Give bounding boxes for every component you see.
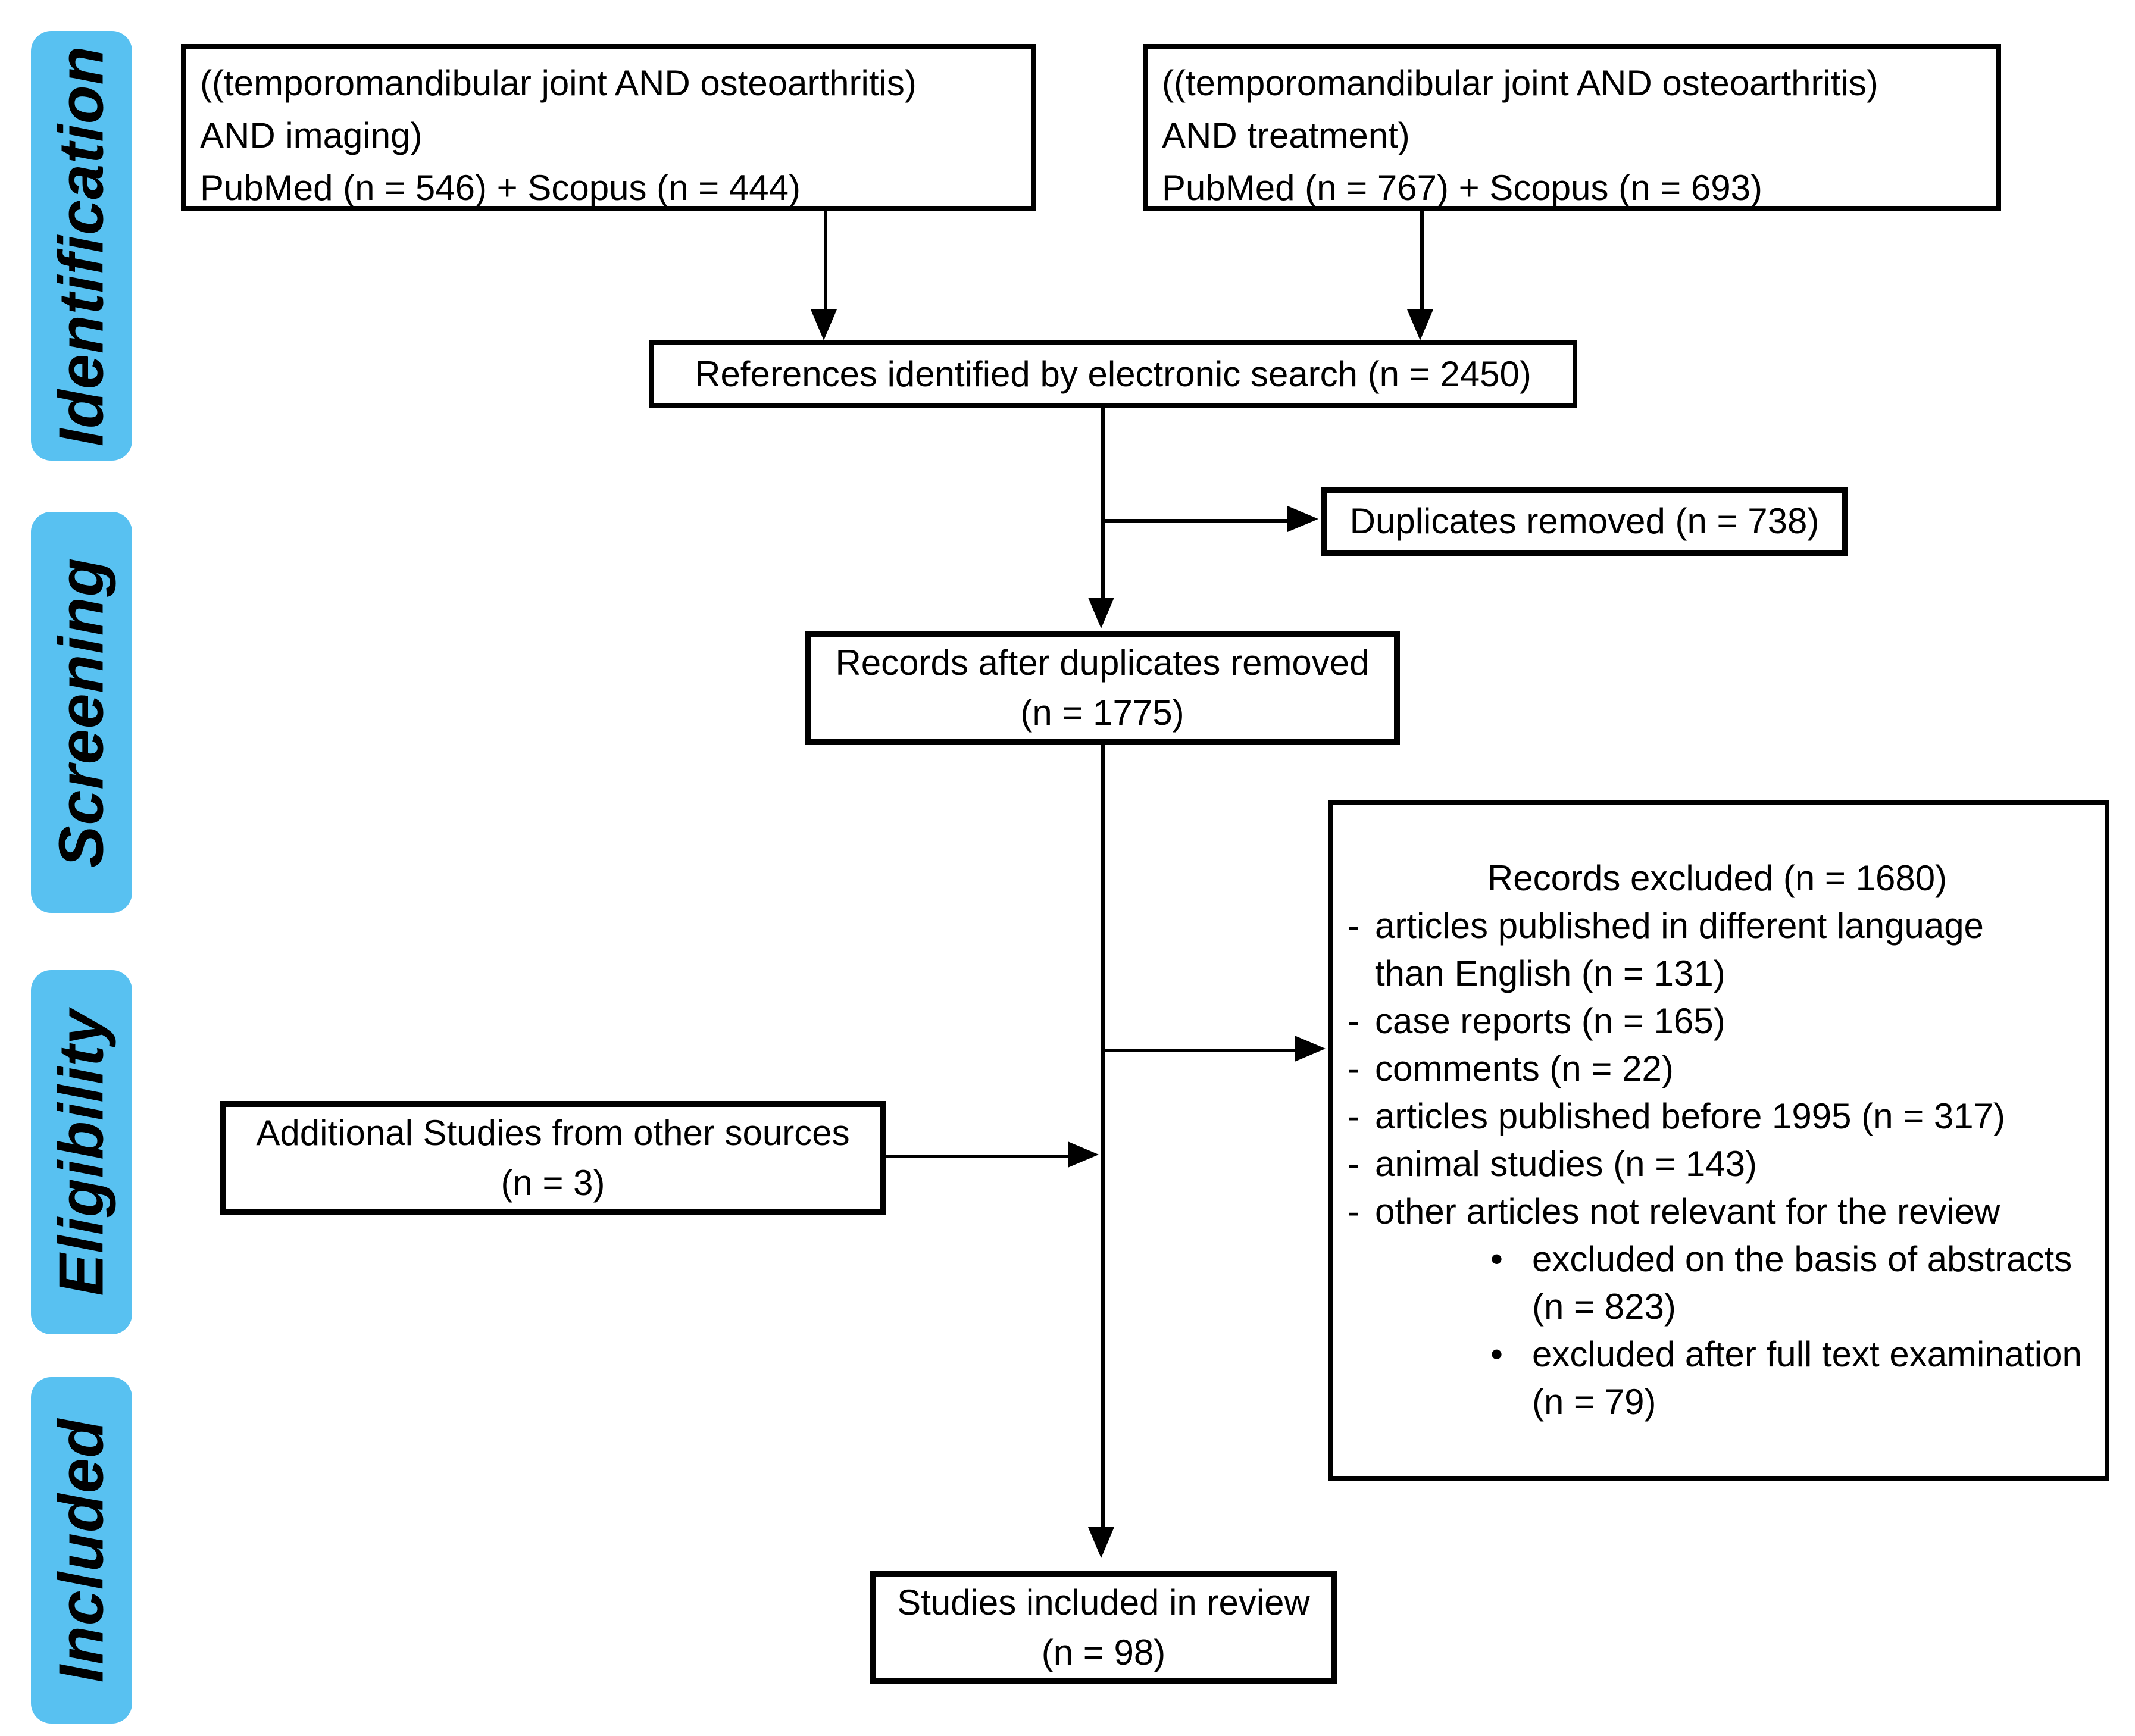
- stage-eligibility-label: Eligibility: [46, 1008, 117, 1296]
- arrowhead-right-icon: [1068, 1141, 1099, 1168]
- references-identified-text: References identified by electronic sear…: [695, 354, 1531, 394]
- stage-eligibility: Eligibility: [31, 970, 132, 1334]
- dash-bullet: -: [1348, 1096, 1359, 1136]
- dash-bullet: -: [1348, 1144, 1359, 1184]
- dash-bullet: -: [1348, 1001, 1359, 1041]
- records-excluded-item: - other articles not relevant for the re…: [1348, 1188, 2087, 1235]
- records-excluded-subitem: • excluded on the basis of abstracts (n …: [1490, 1235, 2087, 1331]
- dash-bullet: -: [1348, 1191, 1359, 1231]
- records-excluded-subitem: • excluded after full text examination (…: [1490, 1331, 2087, 1426]
- query-imaging-line-3: PubMed (n = 546) + Scopus (n = 444): [200, 168, 801, 208]
- query-treatment-line-1: ((temporomandibular joint AND osteoarthr…: [1162, 63, 1878, 103]
- records-excluded-item: - articles published in different langua…: [1348, 902, 2087, 997]
- query-treatment-line-2: AND treatment): [1162, 115, 1410, 155]
- records-excluded-item: - animal studies (n = 143): [1348, 1140, 2087, 1188]
- studies-included-line-1: Studies included in review: [897, 1582, 1310, 1622]
- arrowhead-down-icon: [1088, 1527, 1114, 1558]
- box-query-imaging: ((temporomandibular joint AND osteoarthr…: [181, 44, 1036, 211]
- dot-bullet: •: [1490, 1334, 1503, 1374]
- stage-included: Included: [31, 1377, 132, 1724]
- box-studies-included: Studies included in review (n = 98): [870, 1571, 1337, 1684]
- query-imaging-line-1: ((temporomandibular joint AND osteoarthr…: [200, 63, 917, 103]
- arrowhead-down-icon: [1407, 309, 1433, 340]
- box-query-treatment: ((temporomandibular joint AND osteoarthr…: [1143, 44, 2001, 211]
- box-references-identified: References identified by electronic sear…: [649, 340, 1577, 408]
- records-excluded-item: - comments (n = 22): [1348, 1045, 2087, 1093]
- records-excluded-item: - case reports (n = 165): [1348, 997, 2087, 1045]
- dot-bullet: •: [1490, 1239, 1503, 1279]
- stage-screening-label: Screening: [46, 557, 117, 868]
- box-duplicates-removed: Duplicates removed (n = 738): [1321, 487, 1848, 556]
- box-records-after-duplicates: Records after duplicates removed (n = 17…: [805, 631, 1400, 745]
- box-additional-studies: Additional Studies from other sources (n…: [220, 1101, 886, 1215]
- additional-studies-line-1: Additional Studies from other sources: [256, 1113, 850, 1153]
- stage-identification-label: Identification: [46, 45, 117, 446]
- duplicates-removed-text: Duplicates removed (n = 738): [1349, 501, 1820, 541]
- query-treatment-line-3: PubMed (n = 767) + Scopus (n = 693): [1162, 168, 1762, 208]
- stage-identification: Identification: [31, 31, 132, 461]
- dash-bullet: -: [1348, 1049, 1359, 1088]
- records-excluded-item: - articles published before 1995 (n = 31…: [1348, 1093, 2087, 1140]
- records-after-duplicates-line-1: Records after duplicates removed: [835, 643, 1370, 683]
- records-after-duplicates-line-2: (n = 1775): [1020, 693, 1184, 733]
- additional-studies-line-2: (n = 3): [501, 1163, 605, 1203]
- dash-bullet: -: [1348, 906, 1359, 946]
- box-records-excluded: Records excluded (n = 1680) - articles p…: [1328, 800, 2109, 1481]
- studies-included-line-2: (n = 98): [1041, 1632, 1166, 1672]
- arrowhead-down-icon: [1088, 598, 1114, 628]
- records-excluded-title: Records excluded (n = 1680): [1487, 858, 1948, 898]
- arrowhead-down-icon: [811, 309, 837, 340]
- arrowhead-right-icon: [1295, 1036, 1326, 1062]
- stage-included-label: Included: [46, 1418, 117, 1682]
- arrowhead-right-icon: [1287, 506, 1318, 532]
- stage-screening: Screening: [31, 512, 132, 913]
- query-imaging-line-2: AND imaging): [200, 115, 423, 155]
